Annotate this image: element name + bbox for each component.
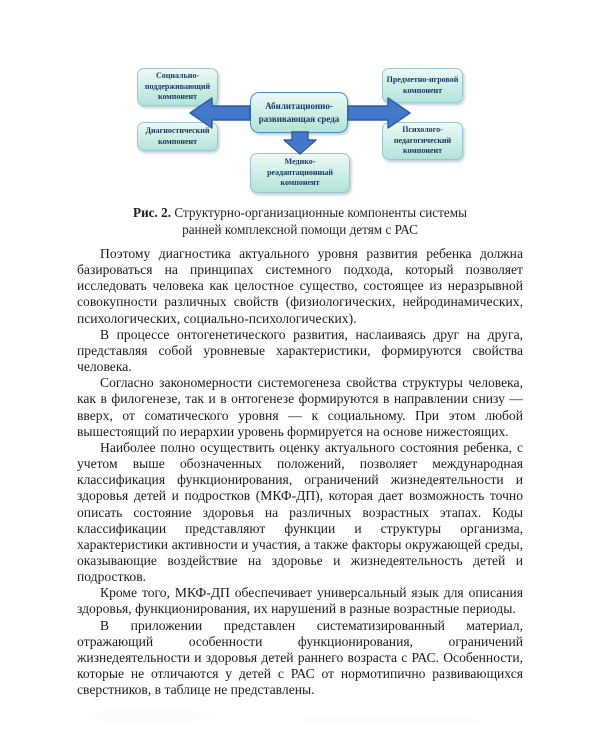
figure-caption-line2: ранней комплексной помощи детям с РАС <box>182 222 418 237</box>
arrow-left-icon <box>189 97 251 129</box>
figure-caption-title: Структурно-организационные компоненты си… <box>171 205 467 220</box>
diagram-box-label: Медико- реадаптационный компонент <box>267 156 333 188</box>
paragraph: В приложении представлен систематизирова… <box>77 617 523 698</box>
paragraph: Наиболее полно осуществить оценку актуал… <box>77 439 523 585</box>
scan-artifact <box>300 718 480 725</box>
diagram-box-subject-play: Предметно-игровой компонент <box>382 68 463 103</box>
paragraph: Кроме того, МКФ-ДП обеспечивает универса… <box>77 585 523 617</box>
paragraph: В процессе онтогенетического развития, н… <box>77 326 523 375</box>
diagram-box-diagnostic: Диагностический компонент <box>137 122 218 151</box>
diagram-box-label: Социально- поддерживающий компонент <box>144 70 211 102</box>
arrow-right-icon <box>347 97 411 129</box>
diagram-box-label: Предметно-игровой компонент <box>386 74 459 95</box>
scan-artifact <box>90 712 210 720</box>
paragraph: Поэтому диагностика актуального уровня р… <box>77 246 523 326</box>
diagram-box-social-support: Социально- поддерживающий компонент <box>137 68 218 106</box>
diagram-box-psych-pedagogical: Психолого- педагогический компонент <box>382 122 463 160</box>
figure-caption-label: Рис. 2. <box>133 205 172 220</box>
diagram-box-label: Абилитационно- развивающая среда <box>258 100 340 124</box>
diagram-box-label: Диагностический компонент <box>145 125 210 146</box>
diagram-box-medical-readaptation: Медико- реадаптационный компонент <box>250 153 350 193</box>
diagram-box-label: Психолого- педагогический компонент <box>393 124 452 156</box>
arrow-down-icon <box>283 131 317 155</box>
figure-caption-line1: Рис. 2. Структурно-организационные компо… <box>77 204 523 221</box>
paragraph: Согласно закономерности системогенеза св… <box>77 375 523 439</box>
figure-caption: Рис. 2. Структурно-организационные компо… <box>77 204 523 238</box>
body-text: Поэтому диагностика актуального уровня р… <box>77 246 523 698</box>
diagram-box-habilitation-environment: Абилитационно- развивающая среда <box>250 92 348 133</box>
